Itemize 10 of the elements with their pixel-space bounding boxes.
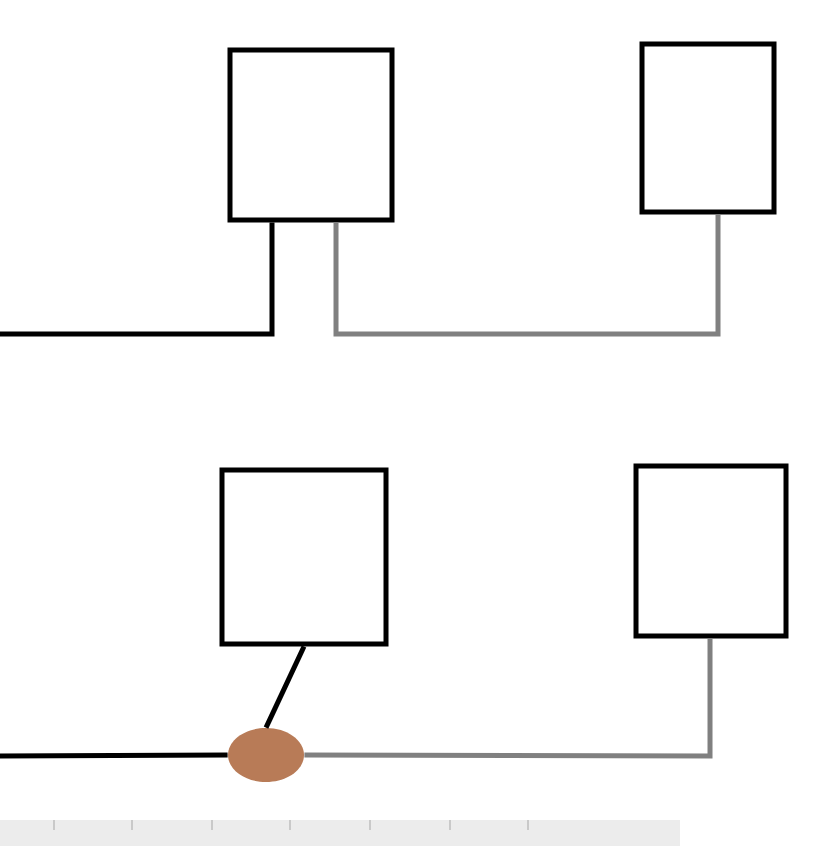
connector-line: [304, 638, 713, 759]
empty-box: [227, 47, 395, 223]
empty-box: [219, 467, 389, 647]
oval-junction: [228, 728, 304, 782]
empty-box: [633, 463, 789, 639]
connector-line: [0, 222, 275, 337]
connector-line: [0, 752, 228, 759]
empty-box: [639, 41, 777, 215]
connector-line: [263, 645, 307, 729]
connector-line: [333, 214, 721, 337]
